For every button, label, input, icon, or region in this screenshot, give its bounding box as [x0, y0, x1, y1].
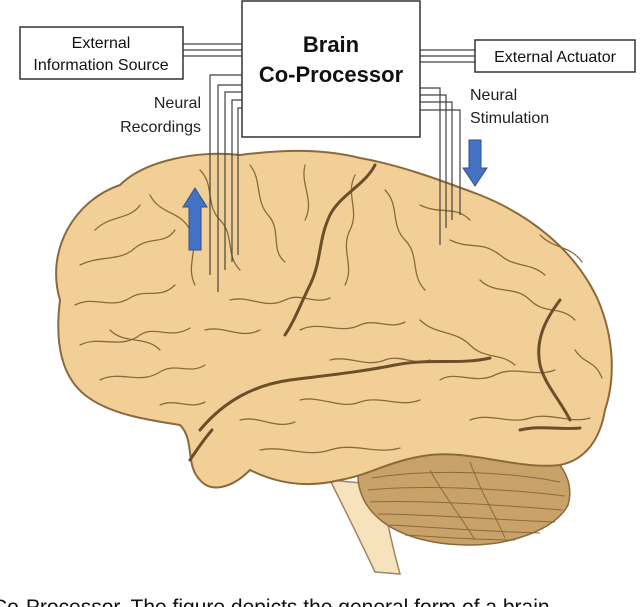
figure-caption: Co-Processor. The figure depicts the gen…: [0, 596, 550, 607]
actuator-box: External Actuator: [474, 39, 636, 73]
stimulation-wires: [420, 87, 461, 245]
cerebellum: [357, 439, 571, 546]
major-sulci: [188, 163, 582, 462]
info-source-line1: External: [72, 35, 131, 52]
recordings-label-line2: Recordings: [120, 119, 201, 136]
info-source-line2: Information Source: [33, 57, 168, 74]
recording-up-arrow-icon: [182, 187, 208, 251]
stimulation-label-line1: Neural: [470, 87, 517, 104]
info-source-wires: [183, 43, 242, 57]
coprocessor-box: Brain Co-Processor: [241, 0, 421, 138]
actuator-wires: [420, 49, 475, 63]
stimulation-down-arrow-icon: [462, 139, 488, 187]
actuator-label: External Actuator: [494, 49, 617, 66]
recording-wires: [209, 74, 242, 292]
cerebrum: [55, 149, 613, 489]
coprocessor-title-line2: Co-Processor: [259, 62, 404, 87]
stimulation-label-line2: Stimulation: [470, 110, 549, 127]
recordings-label-line1: Neural: [154, 95, 201, 112]
brain-gyri: [74, 164, 603, 454]
coprocessor-title-line1: Brain: [303, 32, 359, 57]
info-source-box: External Information Source: [19, 26, 184, 80]
